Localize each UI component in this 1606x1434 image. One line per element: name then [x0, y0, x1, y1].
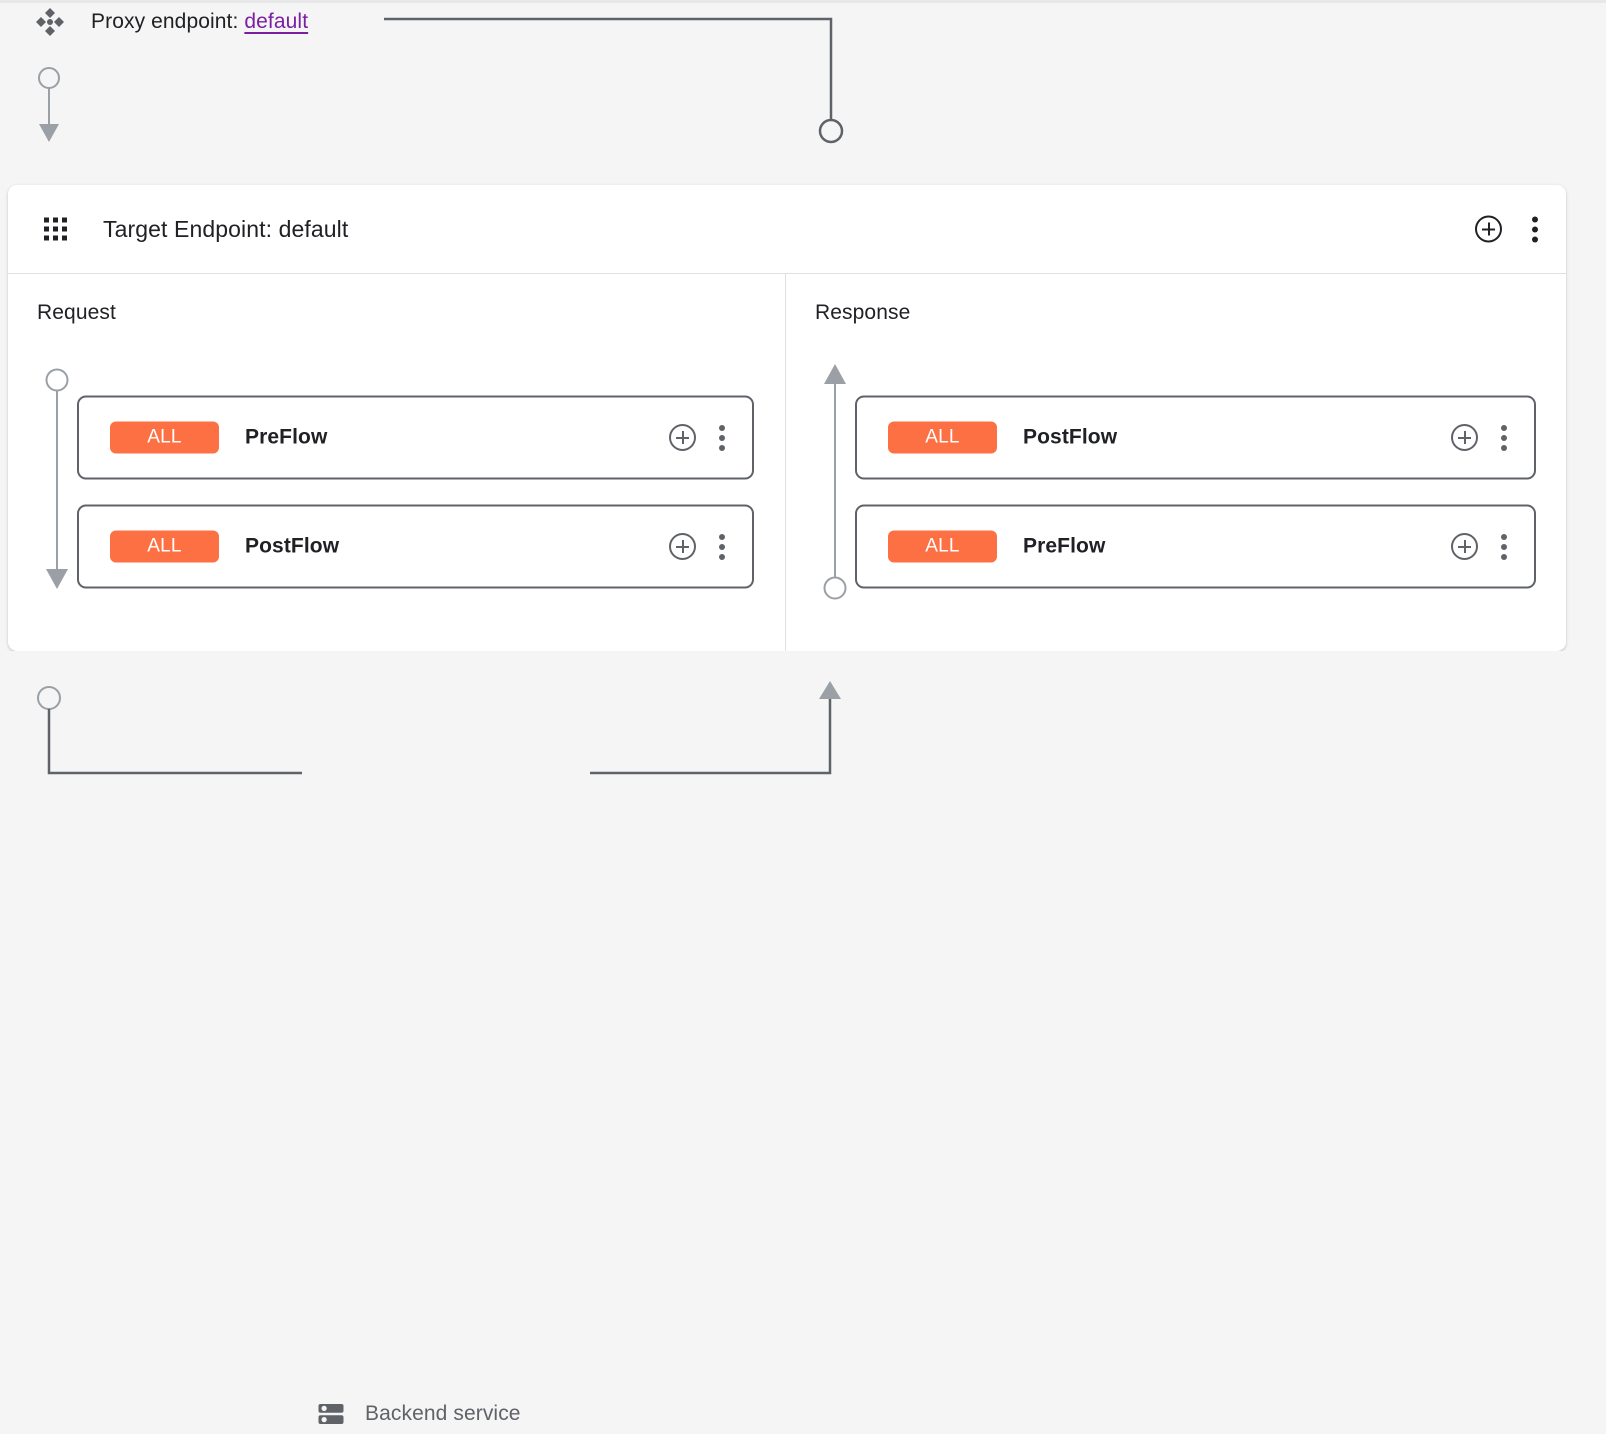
flow-row-actions	[669, 424, 725, 451]
backend-service-section: Backend service	[0, 651, 1606, 1425]
flow-name: PostFlow	[245, 534, 340, 558]
proxy-flow-diagram: Proxy endpoint: default Target Endpoint:…	[0, 0, 1606, 806]
flow-row-actions	[1451, 424, 1507, 451]
target-endpoint-header-actions	[1475, 215, 1538, 243]
flow-name: PreFlow	[1023, 534, 1106, 558]
response-flow-rows: ALL PostFlow ALL PreFlow	[855, 395, 1536, 589]
target-endpoint-card: Target Endpoint: default Request ALL	[8, 185, 1566, 651]
flow-badge: ALL	[888, 530, 997, 563]
add-icon[interactable]	[1475, 215, 1502, 243]
add-icon[interactable]	[1451, 424, 1478, 451]
proxy-endpoint-label: Proxy endpoint: default	[91, 10, 308, 34]
more-options-icon[interactable]	[719, 424, 725, 451]
response-flow-connector	[823, 364, 847, 600]
flow-row[interactable]: ALL PreFlow	[855, 504, 1536, 589]
flow-name: PostFlow	[1023, 425, 1118, 449]
more-options-icon[interactable]	[1501, 424, 1507, 451]
request-flow-connector	[45, 368, 69, 589]
backend-service-label: Backend service	[365, 1402, 521, 1425]
grid-dots-icon	[44, 217, 67, 241]
request-flow-rows: ALL PreFlow ALL PostFlow	[77, 395, 754, 589]
flow-row-actions	[669, 533, 725, 560]
backend-request-connector	[37, 686, 302, 775]
proxy-endpoint-diamond-icon	[34, 6, 66, 38]
response-column-title: Response	[815, 301, 911, 324]
flow-badge: ALL	[110, 421, 219, 454]
flow-name: PreFlow	[245, 425, 328, 449]
response-column: Response ALL PostFlow	[786, 274, 1566, 651]
target-endpoint-title: Target Endpoint: default	[103, 215, 349, 242]
flow-row[interactable]: ALL PreFlow	[77, 395, 754, 480]
flow-row[interactable]: ALL PostFlow	[77, 504, 754, 589]
server-rack-icon	[316, 1399, 346, 1429]
proxy-endpoint-section: Proxy endpoint: default	[0, 0, 1606, 185]
target-endpoint-header: Target Endpoint: default	[8, 185, 1566, 274]
add-icon[interactable]	[669, 533, 696, 560]
proxy-outbound-connector	[384, 17, 844, 144]
request-column: Request ALL PreFlow	[8, 274, 786, 651]
backend-service-row: Backend service	[316, 1399, 521, 1429]
flow-badge: ALL	[110, 530, 219, 563]
target-endpoint-body: Request ALL PreFlow	[8, 274, 1566, 651]
add-icon[interactable]	[1451, 533, 1478, 560]
more-options-icon[interactable]	[1501, 533, 1507, 560]
top-hairline	[0, 0, 1606, 3]
flow-row[interactable]: ALL PostFlow	[855, 395, 1536, 480]
request-column-title: Request	[37, 301, 116, 324]
add-icon[interactable]	[669, 424, 696, 451]
more-options-icon[interactable]	[719, 533, 725, 560]
flow-badge: ALL	[888, 421, 997, 454]
proxy-endpoint-row: Proxy endpoint: default	[34, 6, 308, 38]
proxy-endpoint-prefix: Proxy endpoint:	[91, 10, 239, 33]
flow-row-actions	[1451, 533, 1507, 560]
more-options-icon[interactable]	[1532, 216, 1538, 242]
proxy-endpoint-link[interactable]: default	[244, 10, 309, 33]
proxy-inbound-connector	[38, 67, 60, 142]
backend-response-connector	[590, 681, 841, 775]
